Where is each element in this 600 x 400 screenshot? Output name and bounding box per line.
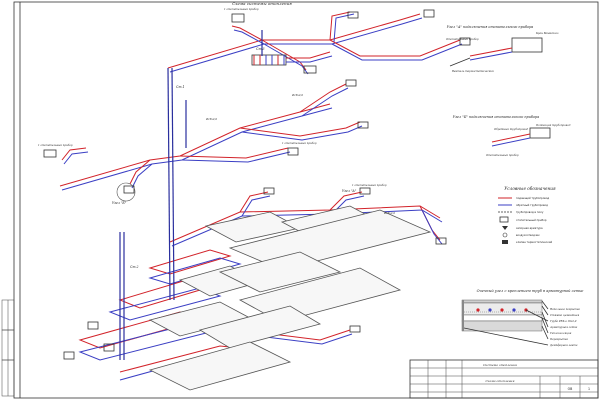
- node-b-title: Узел "Б" подключения отопительного прибо…: [453, 115, 539, 119]
- node-a-label: Кран Маевского: [535, 31, 559, 35]
- legend-title: Условные обозначения: [504, 186, 556, 191]
- heater-label: 1 отопительный прибор: [352, 183, 387, 187]
- section-title: Очечный узел с креплением труб в арматур…: [477, 289, 584, 293]
- svg-text:воздухоотводчик: воздухоотводчик: [516, 234, 540, 237]
- legend-item: подающий трубопровод: [498, 196, 549, 200]
- legend-item: обратный трубопровод: [498, 203, 548, 207]
- svg-text:подающий трубопровод: подающий трубопровод: [516, 196, 549, 200]
- section-label: Теплоизоляция: [550, 331, 572, 335]
- legend-item: клапан термостатический: [502, 240, 552, 244]
- pipe-label: Ø16x2,0: [291, 92, 303, 97]
- legend-item: запорная арматура: [502, 226, 543, 230]
- svg-text:трубопровод в полу: трубопровод в полу: [516, 210, 544, 214]
- section-label: Напольное покрытие: [549, 307, 580, 311]
- svg-text:обратный трубопровод: обратный трубопровод: [516, 203, 548, 207]
- pipe-label: Ø16x2,0: [383, 210, 395, 215]
- node-b-label: Обратный трубопровод: [494, 127, 528, 131]
- legend: Условные обозначения подающий трубопрово…: [498, 186, 556, 244]
- riser-label: Ст.3: [256, 47, 265, 51]
- floor-section-detail: Очечный узел с креплением труб в арматур…: [461, 289, 584, 347]
- section-label: Арматурная сетка: [549, 325, 578, 329]
- riser-label: Ст.2: [130, 265, 139, 269]
- node-b-label: Отопительный прибор: [486, 153, 519, 157]
- heater-label: 1 отопительный прибор: [38, 143, 73, 147]
- pipe-label: Ø16x2,0: [205, 116, 217, 121]
- section-label: Перекрытие: [549, 337, 568, 341]
- floor-slabs: [148, 205, 432, 391]
- riser-label: Ст.1: [176, 85, 185, 89]
- legend-item: отопительный прибор: [499, 216, 547, 223]
- heater-label: 1 отопительный прибор: [224, 7, 259, 11]
- title-block: Система отопления Схема отопления ОВ 1: [409, 359, 599, 399]
- section-label: Демпферная лента: [549, 343, 578, 347]
- section-leaders: [463, 300, 549, 346]
- riser-label: Узел "Б": [112, 201, 127, 205]
- node-a-title: Узел "А" подключения отопительного прибо…: [447, 25, 534, 29]
- svg-text:клапан термостатический: клапан термостатический: [516, 240, 552, 244]
- heater-label: 1 отопительный прибор: [282, 141, 317, 145]
- node-b-detail: Узел "Б" подключения отопительного прибо…: [453, 115, 571, 157]
- risers: [119, 30, 263, 360]
- scheme-title: Схема системы отопления: [232, 1, 292, 6]
- node-a-label: Вентиль термостатический: [451, 69, 494, 73]
- node-a-label: Отопительный прибор: [446, 37, 479, 41]
- legend-item: воздухоотводчик: [502, 232, 540, 238]
- middle-floor-piping: [43, 79, 369, 202]
- page-number: 1: [588, 387, 590, 391]
- upper-floor-piping: [167, 9, 471, 75]
- sheet-code: ОВ: [568, 387, 573, 391]
- section-label: Стяжка цементная: [550, 313, 579, 317]
- node-b-label: Подающий трубопровод: [535, 123, 571, 127]
- sheet-name: Схема отопления: [486, 379, 515, 383]
- svg-text:запорная арматура: запорная арматура: [516, 227, 543, 230]
- svg-text:отопительный прибор: отопительный прибор: [516, 218, 547, 222]
- riser-labels: Ст.1 Ст.2 Ст.3 Узел "Б" Узел "А" Ø16x2,0…: [38, 7, 395, 269]
- legend-item: трубопровод в полу: [498, 210, 544, 214]
- sheet-frame: [13, 1, 599, 399]
- project-name: Система отопления: [483, 363, 517, 367]
- section-label: Труба PEX-a 16x2,0: [550, 319, 577, 323]
- node-a-detail: Узел "А" подключения отопительного прибо…: [446, 25, 559, 73]
- left-margin-stamps: [1, 299, 15, 397]
- riser-label: Узел "А": [342, 189, 357, 193]
